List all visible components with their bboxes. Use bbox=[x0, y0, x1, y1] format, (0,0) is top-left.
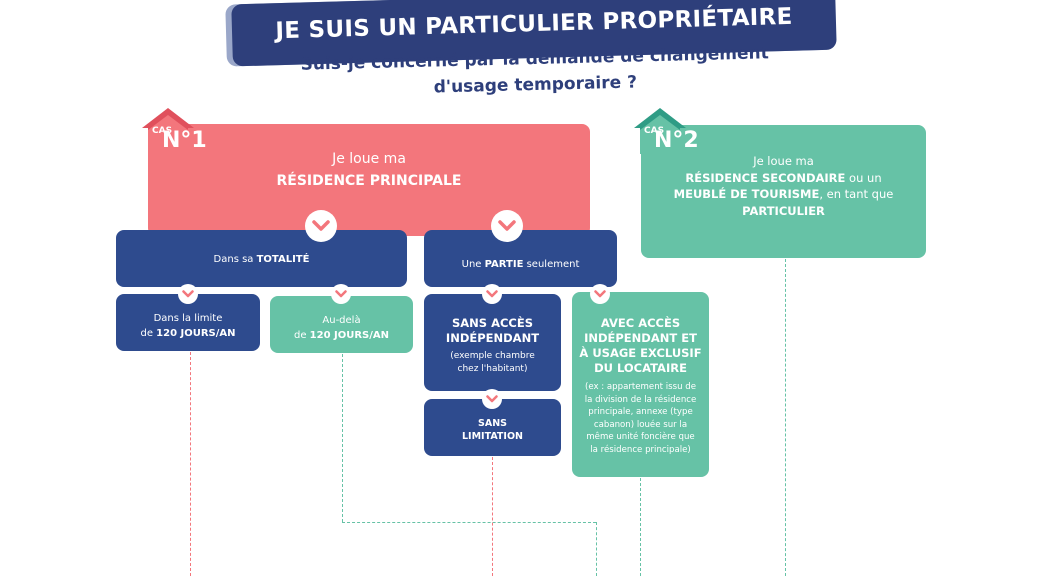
sans-acces-note-2: chez l'habitant) bbox=[457, 363, 528, 374]
avec-acces-box: AVEC ACCÈS INDÉPENDANT ET À USAGE EXCLUS… bbox=[572, 292, 709, 477]
cas1-line-2: RÉSIDENCE PRINCIPALE bbox=[276, 173, 462, 189]
cas2-line-3-bold: MEUBLÉ DE TOURISME bbox=[673, 187, 820, 201]
sans-limitation-line-2: LIMITATION bbox=[462, 430, 523, 442]
page-subtitle: Suis-je concerné par la demande de chang… bbox=[299, 40, 770, 103]
audela-box: Au-delà de 120 JOURS/AN bbox=[270, 296, 413, 353]
partie-label: Une PARTIE seulement bbox=[424, 257, 617, 272]
avec-acces-line-3: À USAGE EXCLUSIF bbox=[579, 346, 702, 360]
connector-line bbox=[785, 259, 786, 576]
cas1-badge: CAS N°1 bbox=[138, 106, 207, 156]
partie-label-post: seulement bbox=[523, 259, 580, 270]
cas2-badge-number: N°2 bbox=[654, 128, 699, 153]
connector-line bbox=[640, 478, 641, 576]
avec-note-1: (ex : appartement issu de bbox=[584, 382, 697, 392]
avec-acces-line-2: INDÉPENDANT ET bbox=[584, 331, 697, 345]
sans-acces-note-1: (exemple chambre bbox=[450, 351, 535, 361]
connector-line bbox=[342, 522, 596, 523]
cas1-main-box: Je loue ma RÉSIDENCE PRINCIPALE bbox=[148, 124, 590, 236]
connector-line bbox=[596, 522, 597, 576]
avec-acces-line-4: DU LOCATAIRE bbox=[594, 361, 687, 375]
connector-line bbox=[342, 354, 343, 522]
house-icon bbox=[142, 108, 194, 154]
partie-label-bold: PARTIE bbox=[484, 259, 524, 270]
sans-limitation-line-1: SANS bbox=[478, 418, 507, 429]
house-icon bbox=[634, 108, 686, 154]
limite-line-2-bold: 120 JOURS/AN bbox=[156, 328, 236, 339]
sans-acces-box: SANS ACCÈS INDÉPENDANT (exemple chambre … bbox=[424, 294, 561, 391]
cas2-line-3: MEUBLÉ DE TOURISME, en tant que bbox=[641, 186, 926, 203]
audela-line-1: Au-delà bbox=[322, 315, 361, 326]
cas2-line-4: PARTICULIER bbox=[742, 203, 825, 218]
totalite-label: Dans sa TOTALITÉ bbox=[116, 252, 407, 267]
avec-note-2: la division de la résidence bbox=[584, 394, 697, 405]
cas1-badge-label: CAS bbox=[152, 126, 173, 136]
chevron-down-icon bbox=[331, 284, 351, 304]
audela-line-2-bold: 120 JOURS/AN bbox=[309, 330, 390, 341]
sans-acces-line-1: SANS ACCÈS bbox=[451, 316, 533, 330]
partie-label-pre: Une bbox=[461, 259, 485, 270]
avec-note-5: même unité foncière que bbox=[586, 432, 695, 442]
cas2-line-2: RÉSIDENCE SECONDAIRE ou un bbox=[641, 170, 926, 187]
totalite-label-pre: Dans sa bbox=[213, 254, 257, 265]
totalite-label-bold: TOTALITÉ bbox=[256, 254, 310, 265]
partie-box: Une PARTIE seulement bbox=[424, 230, 617, 287]
cas2-line-1: Je loue ma bbox=[753, 154, 814, 168]
chevron-down-icon bbox=[482, 284, 502, 304]
audela-line-2: de 120 JOURS/AN bbox=[270, 328, 413, 343]
sans-acces-line-2: INDÉPENDANT bbox=[445, 331, 540, 345]
cas2-line-2-post: ou un bbox=[845, 170, 882, 185]
limite-line-2: de 120 JOURS/AN bbox=[116, 326, 260, 341]
audela-line-2-pre: de bbox=[293, 330, 310, 341]
cas1-badge-number: N°1 bbox=[162, 128, 207, 153]
avec-note-6: la résidence principale) bbox=[590, 444, 691, 455]
limite-line-1: Dans la limite bbox=[153, 313, 223, 324]
chevron-down-icon bbox=[590, 284, 610, 304]
connector-line bbox=[492, 457, 493, 576]
cas2-main-box: Je loue ma RÉSIDENCE SECONDAIRE ou un ME… bbox=[641, 125, 926, 258]
totalite-box: Dans sa TOTALITÉ bbox=[116, 230, 407, 287]
connector-line bbox=[190, 352, 191, 576]
avec-acces-line-1: AVEC ACCÈS bbox=[600, 316, 681, 330]
limite-line-2-pre: de bbox=[140, 328, 157, 339]
chevron-down-icon bbox=[491, 210, 523, 242]
cas2-badge-label: CAS bbox=[644, 126, 665, 136]
cas1-line-1: Je loue ma bbox=[332, 151, 406, 167]
cas2-line-3-post: , en tant que bbox=[819, 187, 894, 201]
avec-note-3: principale, annexe (type bbox=[588, 407, 693, 417]
avec-note-4: cabanon) louée sur la bbox=[593, 419, 688, 430]
cas2-line-2-bold: RÉSIDENCE SECONDAIRE bbox=[685, 170, 846, 185]
chevron-down-icon bbox=[305, 210, 337, 242]
chevron-down-icon bbox=[178, 284, 198, 304]
chevron-down-icon bbox=[482, 389, 502, 409]
cas2-badge: CAS N°2 bbox=[630, 106, 699, 156]
